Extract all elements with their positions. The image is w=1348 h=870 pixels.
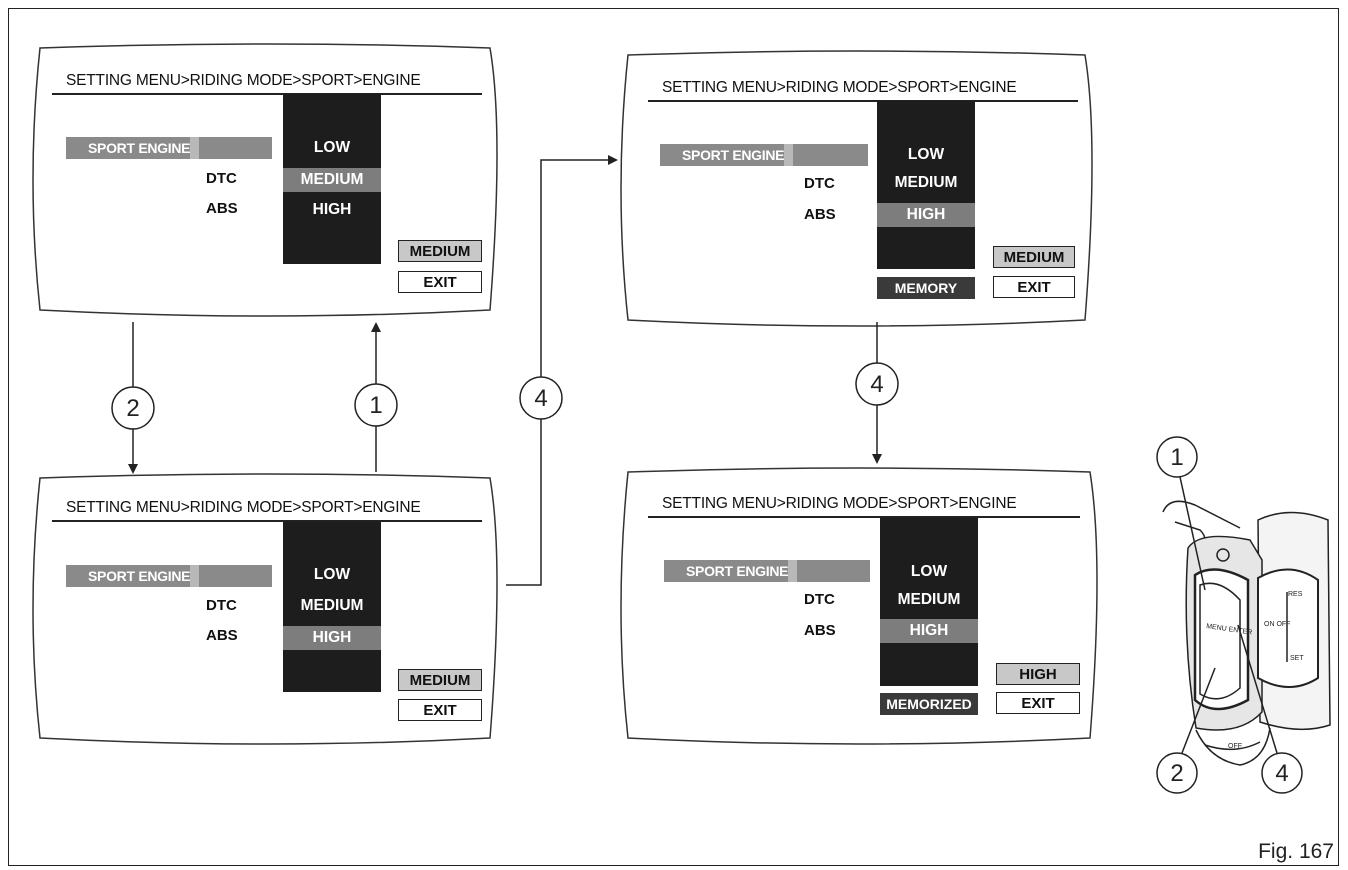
option-low: LOW — [910, 563, 948, 580]
option-low: LOW — [313, 566, 351, 583]
option-low: LOW — [907, 146, 945, 163]
step-circle-1 — [354, 383, 398, 427]
memorized-status: MEMORIZED — [880, 693, 978, 715]
breadcrumb: SETTING MENU>RIDING MODE>SPORT>ENGINE — [66, 72, 421, 89]
breadcrumb: SETTING MENU>RIDING MODE>SPORT>ENGINE — [662, 495, 1017, 512]
breadcrumb-rule — [648, 100, 1078, 102]
current-value-box: MEDIUM — [398, 240, 482, 262]
option-medium: MEDIUM — [894, 174, 958, 191]
exit-box: EXIT — [398, 699, 482, 721]
option-column: LOW MEDIUM HIGH — [283, 522, 381, 692]
exit-box: EXIT — [996, 692, 1080, 714]
step-label-4a: 4 — [534, 385, 547, 412]
handlebar-switch-illustration — [1162, 500, 1331, 766]
switch-off-text: OFF — [1228, 743, 1242, 750]
figure-frame — [8, 8, 1339, 866]
dtc-label: DTC — [804, 175, 835, 192]
callout-label-4: 4 — [1275, 760, 1288, 787]
switch-res-text: RES — [1288, 591, 1303, 598]
switch-set-text: SET — [1290, 655, 1304, 662]
current-value-box: HIGH — [996, 663, 1080, 685]
step-label-4b: 4 — [870, 371, 883, 398]
screen-outline-2 — [32, 473, 498, 745]
exit-box: EXIT — [398, 271, 482, 293]
dtc-label: DTC — [206, 170, 237, 187]
callout-circle-4 — [1261, 752, 1303, 794]
current-value-box: MEDIUM — [398, 669, 482, 691]
arrow-step-4a — [506, 155, 618, 586]
step-circle-4b — [855, 362, 899, 406]
screen-outline-1 — [32, 43, 498, 317]
abs-label: ABS — [206, 200, 238, 217]
option-low: LOW — [313, 139, 351, 156]
figure-label: Fig. 167 — [1258, 840, 1334, 863]
sport-engine-item: SPORT ENGINE — [66, 137, 272, 159]
callout-circle-1 — [1156, 436, 1198, 478]
option-medium: MEDIUM — [897, 591, 961, 608]
breadcrumb-rule — [648, 516, 1080, 518]
breadcrumb-rule — [52, 520, 482, 522]
screen-outline-3 — [620, 50, 1093, 327]
dtc-label: DTC — [804, 591, 835, 608]
callout-circle-2 — [1156, 752, 1198, 794]
exit-box: EXIT — [993, 276, 1075, 298]
breadcrumb-rule — [52, 93, 482, 95]
option-high: HIGH — [283, 626, 381, 650]
memory-status: MEMORY — [877, 277, 975, 299]
abs-label: ABS — [804, 206, 836, 223]
sport-engine-item: SPORT ENGINE — [664, 560, 870, 582]
option-high: HIGH — [312, 201, 352, 218]
option-high: HIGH — [880, 619, 978, 643]
option-column: LOW MEDIUM HIGH — [283, 94, 381, 264]
current-value-box: MEDIUM — [993, 246, 1075, 268]
breadcrumb: SETTING MENU>RIDING MODE>SPORT>ENGINE — [66, 499, 421, 516]
option-medium: MEDIUM — [283, 168, 381, 192]
step-label-1: 1 — [369, 392, 382, 419]
switch-on-off-text: ON OFF — [1264, 621, 1290, 628]
option-high: HIGH — [877, 203, 975, 227]
abs-label: ABS — [206, 627, 238, 644]
sport-engine-item: SPORT ENGINE — [660, 144, 868, 166]
dtc-label: DTC — [206, 597, 237, 614]
step-label-2: 2 — [126, 395, 139, 422]
screen-outline-4 — [620, 467, 1098, 745]
callout-label-1: 1 — [1170, 444, 1183, 471]
callout-label-2: 2 — [1170, 760, 1183, 787]
option-column: LOW MEDIUM HIGH — [880, 518, 978, 686]
breadcrumb: SETTING MENU>RIDING MODE>SPORT>ENGINE — [662, 79, 1017, 96]
option-medium: MEDIUM — [300, 597, 364, 614]
sport-engine-item: SPORT ENGINE — [66, 565, 272, 587]
abs-label: ABS — [804, 622, 836, 639]
step-circle-4a — [519, 376, 563, 420]
option-column: LOW MEDIUM HIGH — [877, 101, 975, 269]
step-circle-2 — [111, 386, 155, 430]
